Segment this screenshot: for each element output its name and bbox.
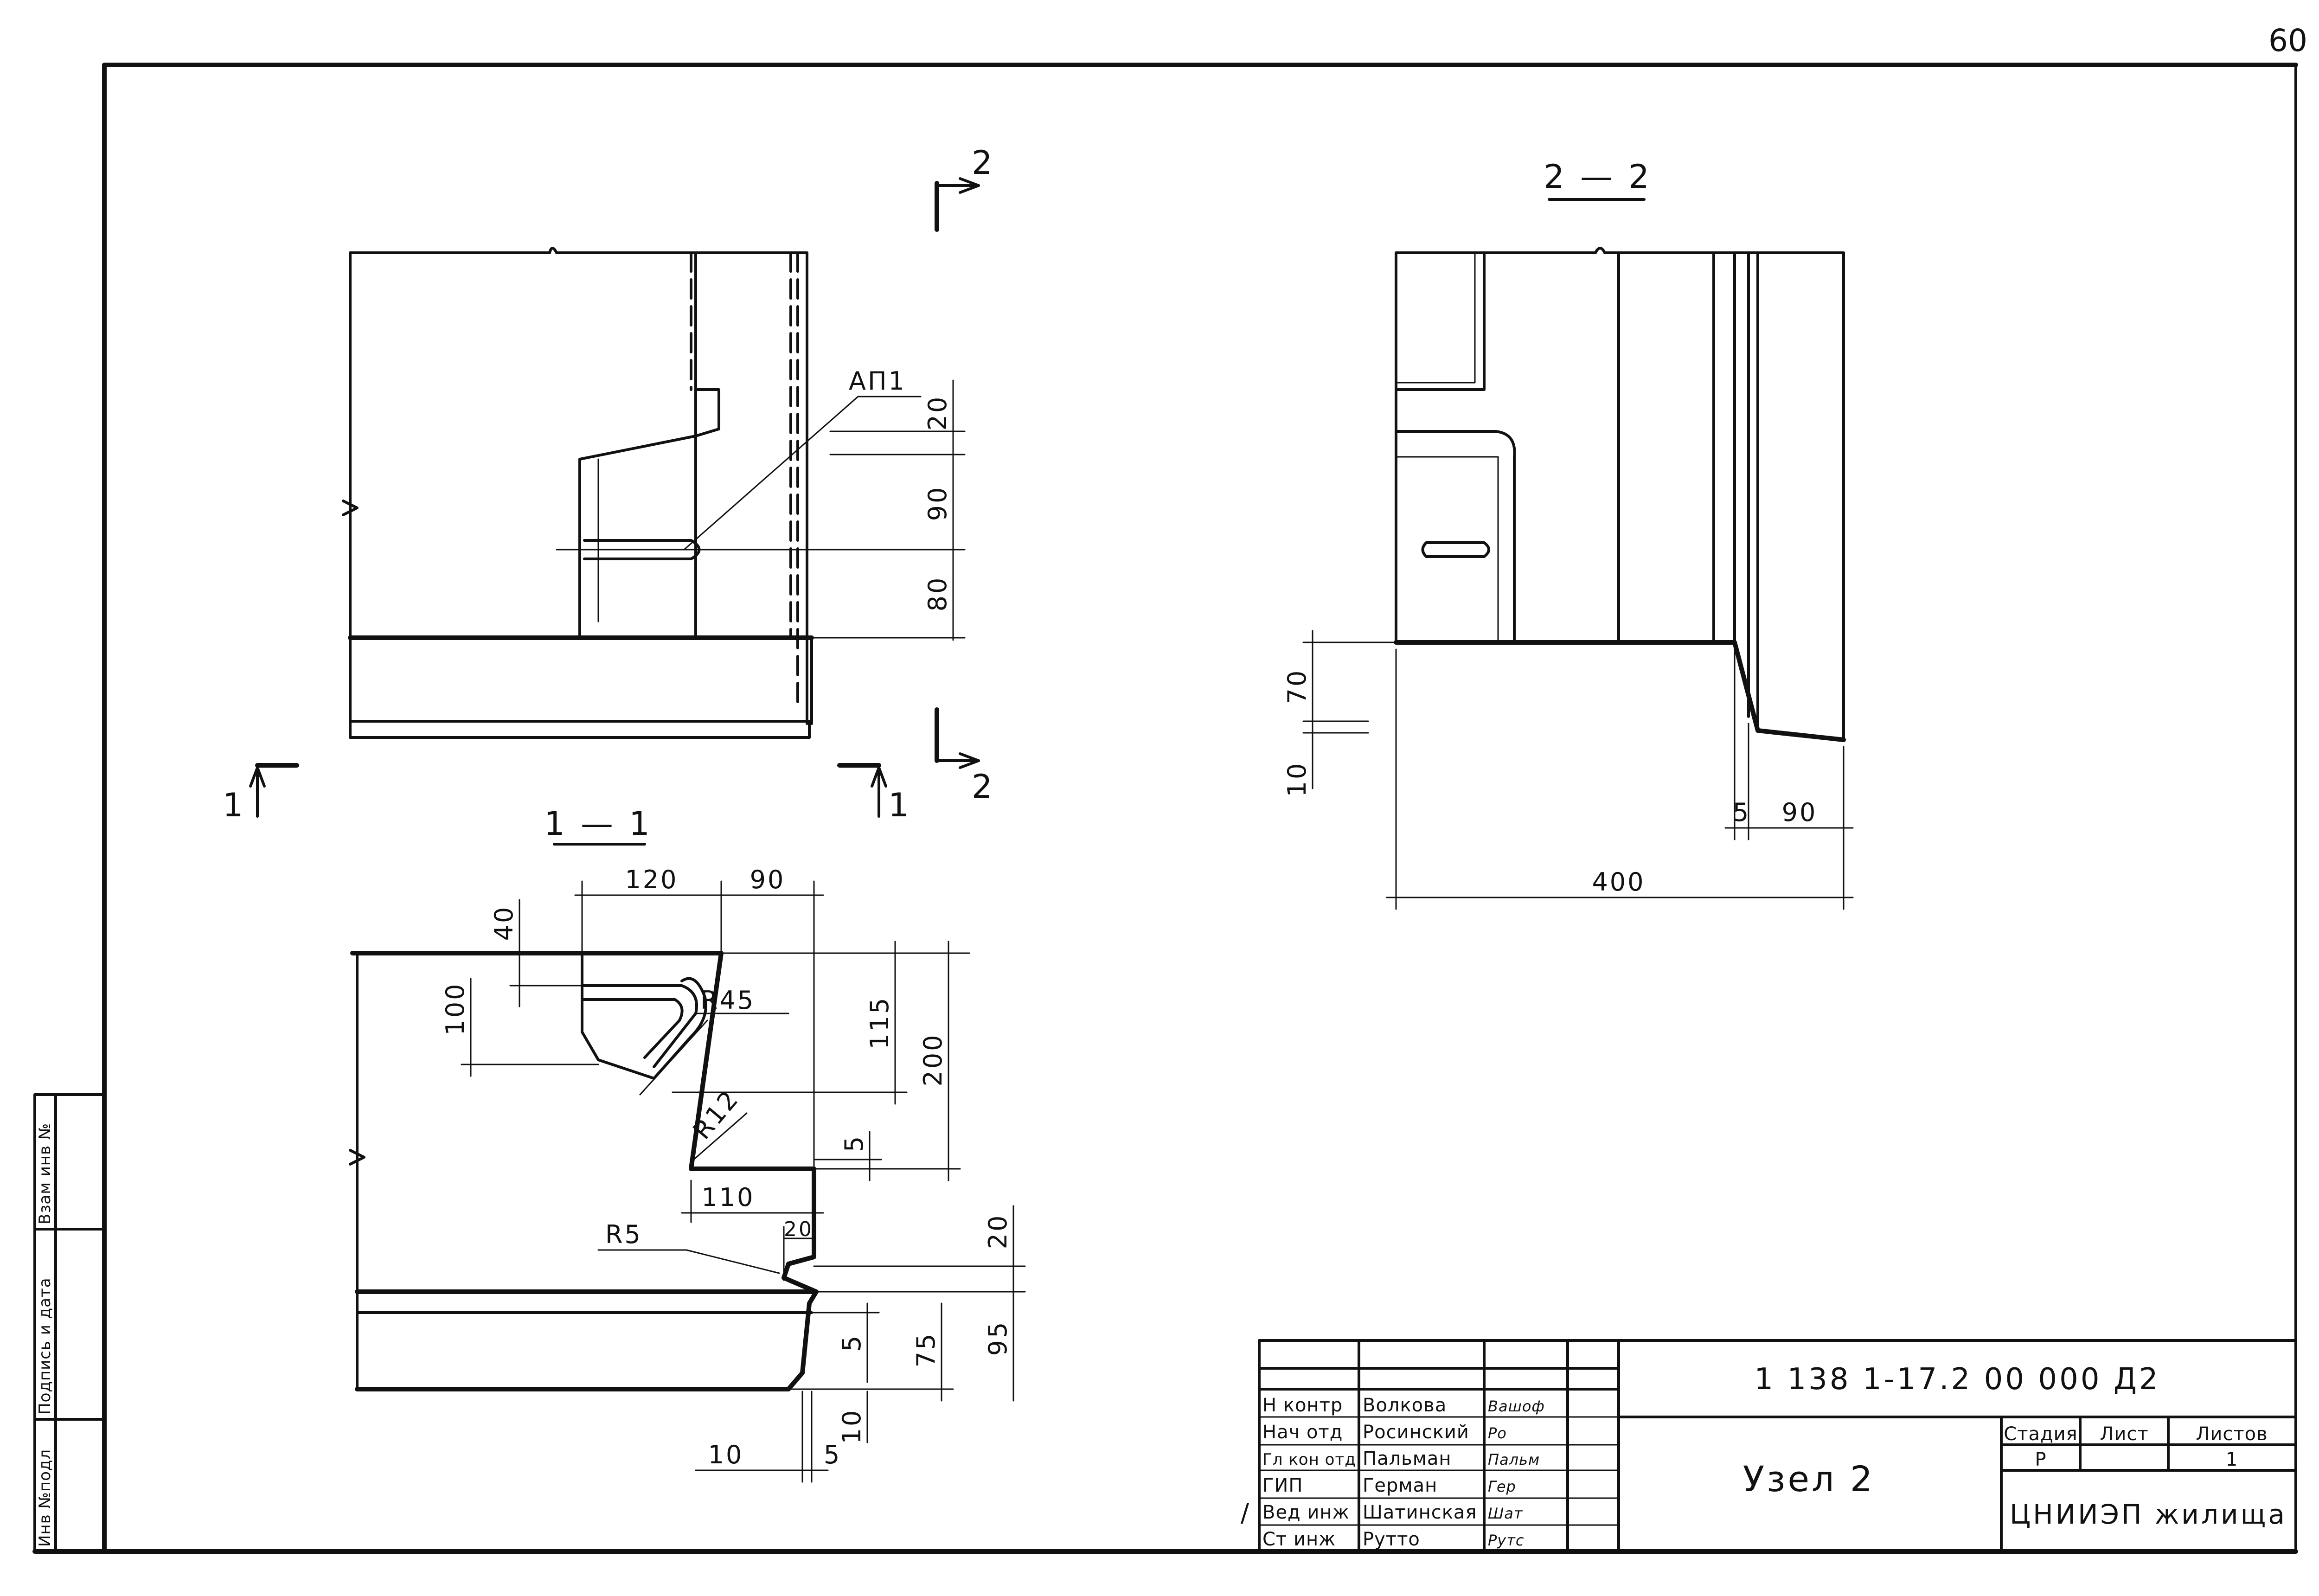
dim-90: 90 bbox=[923, 486, 952, 521]
role-3: Гл кон отд bbox=[1262, 1450, 1356, 1469]
sign-6: Рутс bbox=[1488, 1532, 1524, 1549]
dim-200: 200 bbox=[918, 1033, 948, 1086]
sheets-value: 1 bbox=[2226, 1449, 2238, 1470]
dim-70: 70 bbox=[1282, 669, 1312, 705]
dim-40: 40 bbox=[489, 905, 519, 941]
drawing-name: Узел 2 bbox=[1743, 1458, 1875, 1500]
dim-10-h: 10 bbox=[708, 1440, 744, 1469]
dim-90-top: 90 bbox=[750, 865, 786, 894]
role-4: ГИП bbox=[1262, 1475, 1303, 1496]
dim-110: 110 bbox=[701, 1183, 755, 1212]
dim-5-lower: 5 bbox=[837, 1334, 866, 1352]
name-5: Шатинская bbox=[1363, 1502, 1477, 1523]
dim-10-left: 10 bbox=[1282, 762, 1312, 797]
dim-75: 75 bbox=[911, 1332, 941, 1368]
dim-10-v: 10 bbox=[837, 1409, 866, 1444]
org-name: ЦНИИЭП жилища bbox=[2010, 1499, 2287, 1530]
dim-95: 95 bbox=[983, 1320, 1012, 1356]
title-block: 1 138 1-17.2 00 000 Д2 Узел 2 Стадия Лис… bbox=[1241, 1339, 2297, 1553]
dim-5-bottom: 5 bbox=[1733, 798, 1750, 827]
side-stamp: Инв №подл Подпись и дата Взам инв № bbox=[33, 1093, 106, 1553]
radius-r45: R45 bbox=[700, 986, 755, 1015]
side-stamp-replace: Взам инв № bbox=[36, 1123, 54, 1224]
section-mark-2-bottom: 2 bbox=[972, 768, 995, 806]
sign-2: Ро bbox=[1488, 1424, 1507, 1442]
section-1-1: 1 — 1 R45 R12 R5 120 90 40 bbox=[349, 805, 1026, 1483]
dim-20-v: 20 bbox=[983, 1214, 1012, 1250]
radius-r5: R5 bbox=[605, 1220, 642, 1249]
dim-400: 400 bbox=[1592, 867, 1645, 897]
stage-header: Стадия bbox=[2004, 1423, 2077, 1445]
section-mark-1-left: 1 bbox=[223, 786, 246, 824]
name-4: Герман bbox=[1363, 1475, 1437, 1496]
dim-20: 20 bbox=[923, 395, 952, 431]
dim-5-h: 5 bbox=[824, 1440, 841, 1469]
section-2-2: 2 — 2 70 10 5 90 bbox=[1282, 158, 1854, 910]
sheet-header: Лист bbox=[2100, 1423, 2148, 1445]
dim-100: 100 bbox=[441, 982, 470, 1035]
stage-value: Р bbox=[2035, 1449, 2046, 1470]
sign-4: Гер bbox=[1488, 1478, 1516, 1495]
side-stamp-inv: Инв №подл bbox=[36, 1449, 54, 1547]
section-mark-2-top: 2 bbox=[972, 144, 995, 182]
role-2: Нач отд bbox=[1262, 1422, 1343, 1443]
callout-ap1: АП1 bbox=[849, 366, 906, 396]
section-1-1-title: 1 — 1 bbox=[544, 805, 653, 843]
role-1: Н контр bbox=[1262, 1395, 1343, 1416]
name-2: Росинский bbox=[1363, 1422, 1469, 1443]
revision-mark: / bbox=[1241, 1498, 1249, 1527]
dim-80: 80 bbox=[923, 576, 952, 612]
sign-3: Пальм bbox=[1488, 1451, 1540, 1468]
name-1: Волкова bbox=[1363, 1395, 1447, 1416]
name-3: Пальман bbox=[1363, 1448, 1452, 1469]
doc-code: 1 138 1-17.2 00 000 Д2 bbox=[1754, 1362, 2160, 1397]
drawing-frame bbox=[32, 63, 2298, 1554]
dim-90-bottom: 90 bbox=[1782, 798, 1818, 827]
dim-20-h: 20 bbox=[784, 1218, 814, 1241]
elevation-view: АП1 20 90 80 2 2 1 1 bbox=[223, 144, 995, 824]
sign-5: Шат bbox=[1488, 1505, 1523, 1522]
sign-1: Вашоф bbox=[1488, 1397, 1545, 1415]
role-6: Ст инж bbox=[1262, 1529, 1336, 1550]
dim-5-right: 5 bbox=[839, 1135, 869, 1152]
section-mark-1-right: 1 bbox=[888, 786, 912, 824]
page-number: 60 bbox=[2268, 23, 2307, 58]
side-stamp-sign: Подпись и дата bbox=[36, 1277, 54, 1415]
section-2-2-title: 2 — 2 bbox=[1544, 158, 1652, 196]
name-6: Рутто bbox=[1363, 1529, 1420, 1550]
dim-120: 120 bbox=[625, 865, 678, 894]
sheets-header: Листов bbox=[2196, 1423, 2268, 1445]
role-5: Вед инж bbox=[1262, 1502, 1350, 1523]
dim-115: 115 bbox=[865, 996, 894, 1049]
